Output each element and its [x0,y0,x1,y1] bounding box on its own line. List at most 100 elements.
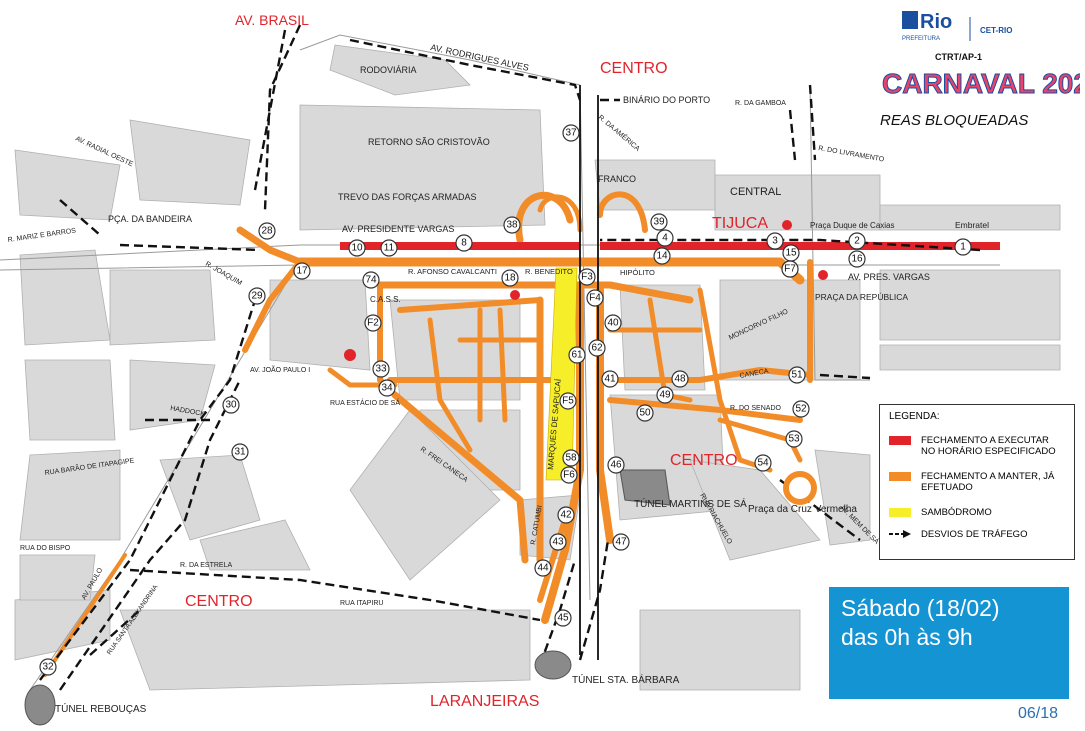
svg-text:RUA ITAPIRU: RUA ITAPIRU [340,600,383,607]
closure-point-50: 50 [636,404,654,422]
svg-text:HIPÓLITO: HIPÓLITO [620,268,655,277]
schedule-box: Sábado (18/02) das 0h às 9h [829,587,1069,699]
logo-title: CARNAVAL 2023 [882,68,1080,99]
closure-point-30: 30 [222,396,240,414]
svg-text:F7: F7 [784,264,796,275]
closure-point-F5: F5 [559,392,577,410]
svg-text:74: 74 [365,275,377,286]
svg-text:42: 42 [560,510,572,521]
closure-point-62: 62 [588,339,606,357]
svg-text:30: 30 [225,400,237,411]
svg-text:Praça Duque de Caxias: Praça Duque de Caxias [810,221,895,230]
svg-text:3: 3 [772,236,778,247]
svg-text:R. BENEDITO: R. BENEDITO [525,267,573,276]
district-tijuca: TIJUCA [712,215,768,232]
legend-item-execute: FECHAMENTO A EXECUTAR NO HORÁRIO ESPECIF… [889,435,1061,457]
av-brasil-label: AV. BRASIL [235,12,309,28]
svg-text:31: 31 [234,447,246,458]
svg-text:1: 1 [960,242,966,253]
svg-text:14: 14 [656,251,668,262]
closure-point-34: 34 [378,379,396,397]
closure-point-28: 28 [258,222,276,240]
svg-text:TÚNEL MARTINS DE SÁ: TÚNEL MARTINS DE SÁ [634,497,747,510]
svg-text:BINÁRIO DO PORTO: BINÁRIO DO PORTO [623,95,710,105]
svg-text:48: 48 [674,374,686,385]
logo-ctrt: CTRT/AP-1 [935,52,982,62]
legend-title: LEGENDA: [889,411,940,422]
svg-text:53: 53 [788,434,800,445]
svg-text:R. MARIZ E BARROS: R. MARIZ E BARROS [7,227,76,244]
closure-point-F3: F3 [578,268,596,286]
svg-text:41: 41 [604,374,616,385]
cruz-vermelha-roundabout [783,471,817,505]
svg-text:46: 46 [610,460,622,471]
svg-text:R. DO SENADO: R. DO SENADO [730,405,782,412]
logo-prefeitura: PREFEITURA [902,36,940,42]
svg-text:R. AFONSO CAVALCANTI: R. AFONSO CAVALCANTI [408,267,497,276]
closure-point-F4: F4 [586,289,604,307]
closure-point-53: 53 [785,430,803,448]
legend-swatch-red [889,436,911,445]
legend-swatch-yellow [889,508,911,517]
svg-text:FRANCO: FRANCO [598,174,636,184]
closure-point-29: 29 [248,287,266,305]
legend: LEGENDA: FECHAMENTO A EXECUTAR NO HORÁRI… [879,404,1075,560]
schedule-hours: das 0h às 9h [841,624,973,650]
closure-point-33: 33 [372,360,390,378]
district-centro-south: CENTRO [185,593,253,610]
closure-point-8: 8 [455,234,473,252]
tunnels [24,469,671,726]
closure-point-48: 48 [671,370,689,388]
closure-point-51: 51 [788,366,806,384]
svg-text:61: 61 [571,350,583,361]
svg-text:C.A.S.S.: C.A.S.S. [370,295,401,304]
closure-point-49: 49 [656,386,674,404]
closure-point-32: 32 [39,658,57,676]
svg-text:PRAÇA DA REPÚBLICA: PRAÇA DA REPÚBLICA [815,292,908,302]
closure-point-40: 40 [604,314,622,332]
closure-point-37: 37 [562,124,580,142]
svg-text:AV. JOÃO PAULO I: AV. JOÃO PAULO I [250,365,310,374]
closure-point-52: 52 [792,400,810,418]
svg-text:R. DA ESTRELA: R. DA ESTRELA [180,562,232,569]
svg-text:16: 16 [851,254,863,265]
closure-point-45: 45 [554,609,572,627]
svg-text:11: 11 [384,243,395,254]
closure-point-31: 31 [231,443,249,461]
closure-point-14: 14 [653,247,671,265]
svg-text:18: 18 [504,273,516,284]
district-centro-east: CENTRO [670,452,738,469]
closure-point-41: 41 [601,370,619,388]
svg-text:AV. PRES. VARGAS: AV. PRES. VARGAS [848,272,930,282]
svg-text:RUA DO BISPO: RUA DO BISPO [20,545,71,552]
svg-text:43: 43 [552,537,564,548]
district-laranjeiras: LARANJEIRAS [430,693,539,710]
svg-text:49: 49 [659,390,671,401]
svg-text:Praça da Cruz Vermelha: Praça da Cruz Vermelha [748,504,857,515]
svg-text:4: 4 [662,233,668,244]
svg-text:50: 50 [639,408,651,419]
closure-point-F2: F2 [364,314,382,332]
city-blocks [14,44,1061,691]
district-labels: CENTRO CENTRO CENTRO TIJUCA LARANJEIRAS … [185,12,768,710]
logo-subtitle: ÁREAS BLOQUEADAS [880,112,1028,129]
page-number: 06/18 [1018,705,1059,722]
closure-point-16: 16 [848,250,866,268]
svg-text:F3: F3 [581,272,593,283]
svg-text:52: 52 [795,404,807,415]
closure-point-38: 38 [503,216,521,234]
closure-point-54: 54 [754,454,772,472]
svg-text:Embratel: Embratel [955,220,989,230]
legend-item-detour: DESVIOS DE TRÁFEGO [889,529,1027,540]
logo-cet: CET-RIO [980,26,1012,35]
closure-point-18: 18 [501,269,519,287]
closure-point-74: 74 [362,271,380,289]
svg-text:32: 32 [42,662,54,673]
closure-point-42: 42 [557,506,575,524]
svg-text:F4: F4 [589,293,601,304]
svg-text:40: 40 [607,318,619,329]
closure-point-47: 47 [612,533,630,551]
rio-emblem-icon [902,11,918,29]
svg-text:37: 37 [565,128,577,139]
